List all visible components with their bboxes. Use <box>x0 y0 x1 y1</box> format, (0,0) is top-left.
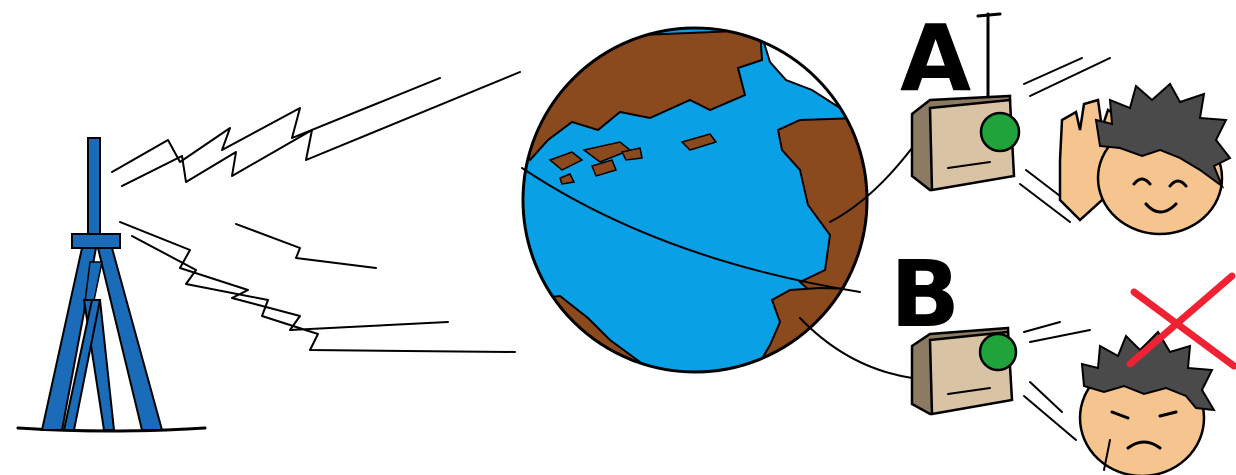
happy-listener-icon <box>1060 84 1230 234</box>
earth-globe-icon <box>518 28 880 380</box>
broadcast-tower-icon <box>18 138 205 431</box>
radio-wave-lower <box>120 222 515 352</box>
receiver-a-label: A <box>900 5 971 112</box>
radio-wave-upper <box>112 72 520 186</box>
radio-b-icon <box>912 322 1090 440</box>
